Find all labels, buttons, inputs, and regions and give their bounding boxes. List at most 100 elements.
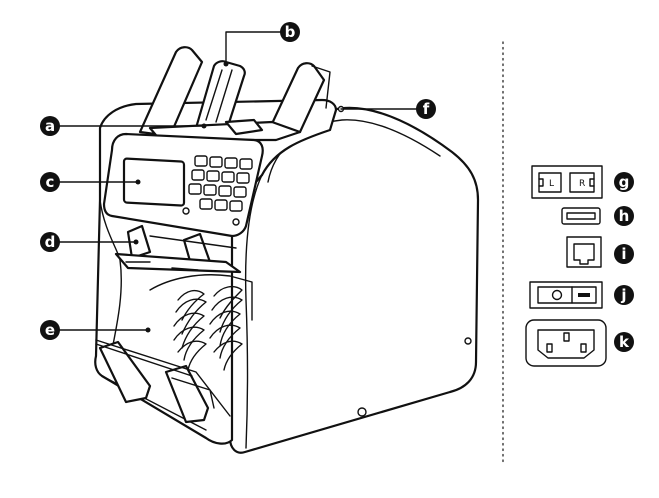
rj-port-frame — [566, 236, 602, 268]
callout-k-label: k — [619, 333, 630, 351]
callout-c-circle — [40, 172, 60, 192]
key[interactable] — [224, 157, 238, 169]
key[interactable] — [236, 172, 250, 184]
callout-k: k — [614, 332, 634, 352]
power-pin-earth — [563, 332, 570, 342]
callout-k-circle — [614, 332, 634, 352]
keypad-row-3 — [188, 183, 247, 198]
feed-block — [224, 118, 264, 136]
callout-g-circle — [614, 172, 634, 192]
key[interactable] — [188, 183, 202, 195]
power-on-icon — [578, 293, 590, 297]
leader-d-dot — [133, 239, 139, 245]
callout-e-circle — [40, 320, 60, 340]
leader-b — [225, 31, 283, 65]
panel-screw-left-icon — [182, 207, 190, 215]
stacker-wheel-right — [209, 285, 243, 371]
key[interactable] — [206, 170, 220, 182]
leader-c-dot — [135, 179, 141, 185]
callout-j: j — [614, 285, 634, 305]
callout-g-label: g — [619, 173, 630, 191]
callout-e-label: e — [45, 321, 55, 339]
key[interactable] — [194, 155, 208, 167]
callout-c: c — [40, 172, 60, 192]
port-right-notch — [589, 178, 595, 187]
key[interactable] — [233, 186, 247, 198]
usb-port-inner — [566, 212, 596, 220]
key[interactable] — [209, 156, 223, 168]
power-switch-rocker[interactable] — [537, 286, 597, 304]
rj-port — [566, 236, 602, 268]
keypad-row-4 — [199, 198, 243, 212]
callout-f: f — [416, 99, 436, 119]
side-screw-icon — [464, 337, 472, 345]
callout-h-circle — [614, 206, 634, 226]
reject-pocket — [114, 224, 242, 274]
callout-i-circle — [614, 244, 634, 264]
key[interactable] — [239, 158, 253, 170]
callout-a-label: a — [45, 117, 55, 135]
reject-pocket-slot — [125, 261, 199, 271]
callout-j-circle — [614, 285, 634, 305]
hopper-right-rail — [311, 65, 331, 109]
callout-d-label: d — [45, 233, 56, 251]
keypad-row-1 — [194, 155, 253, 170]
key[interactable] — [203, 184, 217, 196]
rear-ports: L R — [525, 165, 607, 367]
leader-lines — [57, 31, 419, 333]
callout-b: b — [280, 22, 300, 42]
panel-screw-right-icon — [232, 218, 240, 226]
callout-e: e — [40, 320, 60, 340]
power-pin-right — [580, 343, 587, 353]
stacker-back-wall — [149, 274, 253, 321]
leader-a-dot — [201, 123, 207, 129]
paddle-rib-2 — [215, 69, 233, 123]
callout-b-circle — [280, 22, 300, 42]
port-left-label: L — [549, 179, 554, 189]
callout-g: g — [614, 172, 634, 192]
port-right — [569, 172, 595, 193]
callout-badges: a b c d e f g h — [40, 22, 634, 352]
callout-h: h — [614, 206, 634, 226]
key[interactable] — [229, 200, 243, 212]
housing-side-curve — [244, 174, 263, 449]
hopper-right-guide — [268, 62, 326, 134]
lcd-display — [122, 157, 186, 207]
leader-b-dot — [223, 61, 229, 67]
stacker-pocket — [95, 274, 253, 424]
power-pin-left — [546, 343, 553, 353]
lr-ports: L R — [531, 165, 603, 199]
key[interactable] — [218, 185, 232, 197]
key[interactable] — [214, 199, 228, 211]
callout-f-label: f — [423, 100, 430, 118]
key[interactable] — [221, 171, 235, 183]
leader-e-dot — [145, 327, 151, 333]
callout-a: a — [40, 116, 60, 136]
callout-f-circle — [416, 99, 436, 119]
key[interactable] — [199, 198, 213, 210]
callout-c-label: c — [46, 173, 55, 191]
callout-d: d — [40, 232, 60, 252]
key[interactable] — [191, 169, 205, 181]
power-off-icon — [551, 289, 563, 301]
hopper-left-guide — [138, 46, 204, 138]
reject-pocket-tray — [114, 252, 242, 274]
callout-a-circle — [40, 116, 60, 136]
power-inlet — [525, 319, 607, 367]
usb-port — [561, 207, 601, 225]
callout-j-label: j — [620, 286, 626, 304]
stacker-floor — [95, 339, 231, 417]
callout-b-label: b — [285, 23, 296, 41]
stacker-slot — [171, 377, 215, 409]
reject-pocket-left-guide — [126, 224, 152, 260]
reject-pocket-bar — [149, 235, 237, 249]
keypad — [182, 155, 253, 226]
callout-i-label: i — [621, 245, 626, 263]
callout-d-circle — [40, 232, 60, 252]
stacker-left-guide — [98, 340, 152, 404]
stacker-wheel-left — [173, 289, 207, 371]
callout-i: i — [614, 244, 634, 264]
power-switch — [529, 281, 603, 309]
keypad-row-2 — [191, 169, 250, 184]
